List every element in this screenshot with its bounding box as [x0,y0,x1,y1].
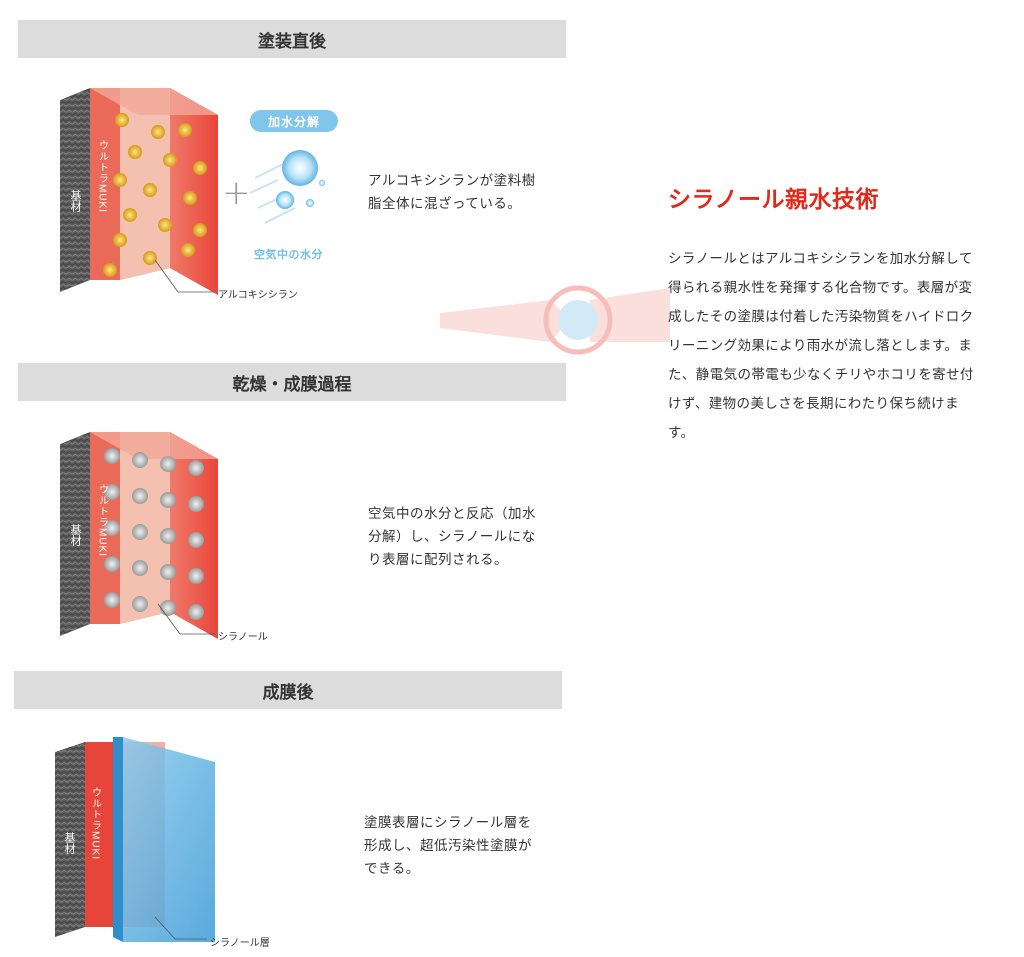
silane-particle [113,233,127,247]
technology-line: リーニング効果により雨水が流し落とします。ま [668,338,973,354]
stage1-diagram: 基材 ウルトラMUKI [60,88,218,295]
silanol-particle [160,528,176,544]
silanol-particle [104,520,120,536]
silane-particle [181,243,195,257]
silane-particle [151,125,165,139]
stage3-layer-label: ウルトラMUKI [90,787,102,860]
stage3-desc-line: 塗膜表層にシラノール層を [364,815,532,831]
silanol-particle [160,564,176,580]
silane-particle [183,191,197,205]
stage1-layer-label: ウルトラMUKI [97,140,109,213]
stage2-diagram: 基材 ウルトラMUKI [60,432,218,639]
silanol-particle [188,460,204,476]
silane-particle [193,223,207,237]
moisture-bubbles-icon [250,150,325,224]
silane-particle [123,208,137,222]
moisture-label: 空気中の水分 [254,248,323,261]
stage2-layer-label: ウルトラMUKI [97,484,109,557]
stage3-desc-line: できる。 [364,861,420,877]
stage2-desc-line: 空気中の水分と反応（加水 [368,506,536,522]
stage3-header: 成膜後 [14,671,562,709]
silane-particle [143,183,157,197]
technology-line: す。 [668,425,695,441]
silanol-particle [104,592,120,608]
silane-particle [178,123,192,137]
silanol-particle [104,448,120,464]
stage2-desc-line: 分解）し、シラノールにな [368,529,536,545]
stage1-desc-line: アルコキシシランが塗料樹 [368,173,536,189]
silanol-particle [132,452,148,468]
silanol-particle [160,456,176,472]
silanol-particle [188,532,204,548]
stage2-callout: シラノール [218,632,268,643]
technology-line: けず、建物の美しさを長期にわたり保ち続けま [668,396,959,412]
technology-description: シラノールとはアルコキシシランを加水分解して 得られる親水性を発揮する化合物です… [668,245,1008,448]
silane-particle [163,153,177,167]
silane-particle [103,263,117,277]
technology-line: た、静電気の帯電も少なくチリやホコリを寄せ付 [668,367,974,383]
silanol-particle [160,492,176,508]
technology-line: シラノールとはアルコキシシランを加水分解して [668,251,973,267]
stage2-header: 乾燥・成膜過程 [18,363,566,401]
technology-line: 得られる親水性を発揮する化合物です。表層が変 [668,280,973,296]
silane-particle [115,113,129,127]
silane-particle [128,145,142,159]
silane-particle [193,161,207,175]
stage3-substrate-label: 基材 [63,832,76,854]
stage3-callout: シラノール層 [210,938,270,949]
stage3-diagram: 基材 ウルトラMUKI [55,737,215,942]
stage2-description: 空気中の水分と反応（加水 分解）し、シラノールにな り表層に配列される。 [368,503,536,572]
silanol-particle [132,560,148,576]
silanol-particle [132,524,148,540]
stage2-desc-line: り表層に配列される。 [368,552,508,568]
hydrolysis-badge: 加水分解 [250,110,338,132]
silanol-particle [104,556,120,572]
silanol-particle [188,496,204,512]
silanol-particle [132,488,148,504]
stage1-description: アルコキシシランが塗料樹 脂全体に混ざっている。 [368,170,536,216]
plus-icon: + [222,173,251,213]
silanol-particle [188,568,204,584]
silanol-particle [132,596,148,612]
technology-line: 成したその塗膜は付着した汚染物質をハイドロク [668,309,974,325]
silanol-particle [104,484,120,500]
silane-particle [143,251,157,265]
stage1-desc-line: 脂全体に混ざっている。 [368,196,522,212]
stage2-substrate-label: 基材 [69,524,82,546]
technology-title: シラノール親水技術 [668,187,880,213]
stage3-desc-line: 形成し、超低汚染性塗膜が [364,838,532,854]
stage1-substrate-label: 基材 [69,190,82,212]
stage3-description: 塗膜表層にシラノール層を 形成し、超低汚染性塗膜が できる。 [364,812,532,881]
watermark-logo-icon [440,285,670,355]
silanol-particle [188,604,204,620]
silane-particle [158,218,172,232]
stage1-header: 塗装直後 [18,20,566,58]
silane-particle [113,173,127,187]
silanol-particle [160,600,176,616]
stage1-callout: アルコキシシラン [218,290,298,301]
